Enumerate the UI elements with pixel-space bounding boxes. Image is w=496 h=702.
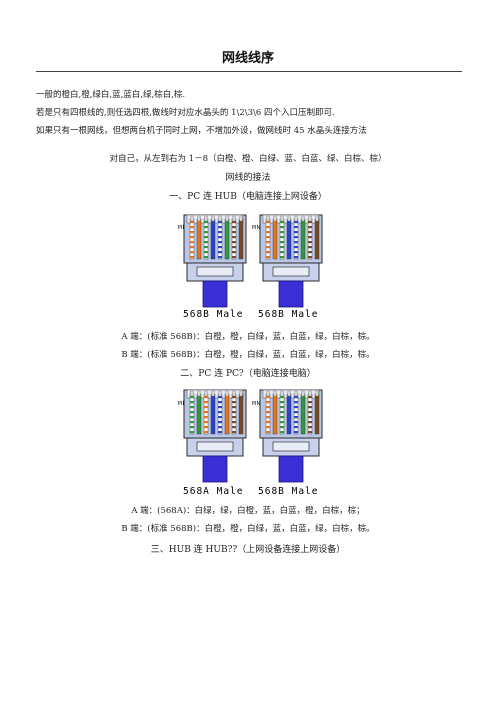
intro-line-3: 如果只有一根网线，但想两台机子同时上网，不增加外设，做网线时 45 水晶头连接方… xyxy=(36,126,367,136)
connector-568b-right xyxy=(259,214,323,308)
wire-5-white-blue xyxy=(293,390,299,435)
connector-568b-right-2 xyxy=(259,389,323,483)
wire-5-white-blue xyxy=(217,215,223,260)
wire-1-white-orange xyxy=(189,215,195,260)
plug-window xyxy=(272,441,310,452)
wire-1-white-orange xyxy=(265,390,271,435)
cable-jacket xyxy=(202,455,228,483)
pin-1-label: PIN 1 xyxy=(252,401,266,407)
pin-1-label: PIN 1 xyxy=(252,225,266,231)
wire-6-orange xyxy=(224,390,230,435)
wire-4-blue xyxy=(286,390,292,435)
wire-5-white-blue xyxy=(293,215,299,260)
section-2-end-a: A 端：(568A)：白绿，绿，白橙，蓝，白蓝，橙，白棕，棕； xyxy=(131,506,365,516)
wire-1-white-orange xyxy=(265,215,271,260)
wire-6-green xyxy=(224,215,230,260)
wire-3-white-green xyxy=(279,215,285,260)
connector-568a-left xyxy=(183,389,247,483)
wire-8-brown xyxy=(238,215,244,260)
wire-6-green xyxy=(300,215,306,260)
wire-7-white-brown xyxy=(231,215,237,260)
cable-jacket xyxy=(278,455,304,483)
section-1-end-b: B 端：(标准 568B)：白橙，橙，白绿，蓝，白蓝，绿，白棕，棕。 xyxy=(121,350,375,360)
wire-5-white-blue xyxy=(217,390,223,435)
wire-3-white-orange xyxy=(203,390,209,435)
wire-2-orange xyxy=(272,215,278,260)
plug-window xyxy=(196,266,234,277)
wire-4-blue xyxy=(286,215,292,260)
wire-2-green xyxy=(196,390,202,435)
order-note: 对自己，从左到右为 1－8（白橙、橙、白绿、蓝、白蓝、绿、白棕、棕） xyxy=(109,154,387,164)
connector-label-left: 568A Male xyxy=(183,486,244,497)
wire-7-white-brown xyxy=(307,390,313,435)
section-1-end-a: A 端：(标准 568B)：白橙，橙，白绿，蓝，白蓝，绿，白棕，棕。 xyxy=(121,332,375,342)
wire-2-orange xyxy=(196,215,202,260)
wire-3-white-green xyxy=(203,215,209,260)
section-2-end-b: B 端：(标准 568B)：白橙，橙，白绿，蓝，白蓝，绿，白棕，棕。 xyxy=(121,524,375,534)
wire-7-white-brown xyxy=(307,215,313,260)
page-title: 网线线序 xyxy=(221,51,274,66)
wire-2-orange xyxy=(272,390,278,435)
wire-4-blue xyxy=(210,390,216,435)
section-3-heading: 三、HUB 连 HUB??（上网设备连接上网设备） xyxy=(150,545,346,555)
connector-568b-left xyxy=(183,214,247,308)
wire-1-white-green xyxy=(189,390,195,435)
section-title: 网线的接法 xyxy=(225,173,271,183)
plug-window xyxy=(272,266,310,277)
wire-8-brown xyxy=(314,390,320,435)
wire-8-brown xyxy=(238,390,244,435)
intro-line-1: 一般的橙白,橙,绿白,蓝,蓝白,绿,棕白,棕. xyxy=(36,90,186,100)
wire-3-white-green xyxy=(279,390,285,435)
wire-7-white-brown xyxy=(231,390,237,435)
wire-4-blue xyxy=(210,215,216,260)
plug-window xyxy=(196,441,234,452)
cable-jacket xyxy=(202,280,228,308)
cable-jacket xyxy=(278,280,304,308)
connector-label-left: 568B Male xyxy=(183,309,244,320)
section-2-heading: 二、PC 连 PC?（电脑连接电脑） xyxy=(180,369,316,379)
intro-line-2: 若是只有四根线的,则任选四根,做线时对应水晶头的 1\2\3\6 四个入口压制即… xyxy=(36,108,335,118)
section-1-heading: 一、PC 连 HUB（电脑连接上网设备） xyxy=(169,192,327,202)
connector-label-right: 568B Male xyxy=(258,486,319,497)
connector-label-right: 568B Male xyxy=(258,309,319,320)
title-divider xyxy=(36,71,462,72)
wire-6-green xyxy=(300,390,306,435)
wire-8-brown xyxy=(314,215,320,260)
